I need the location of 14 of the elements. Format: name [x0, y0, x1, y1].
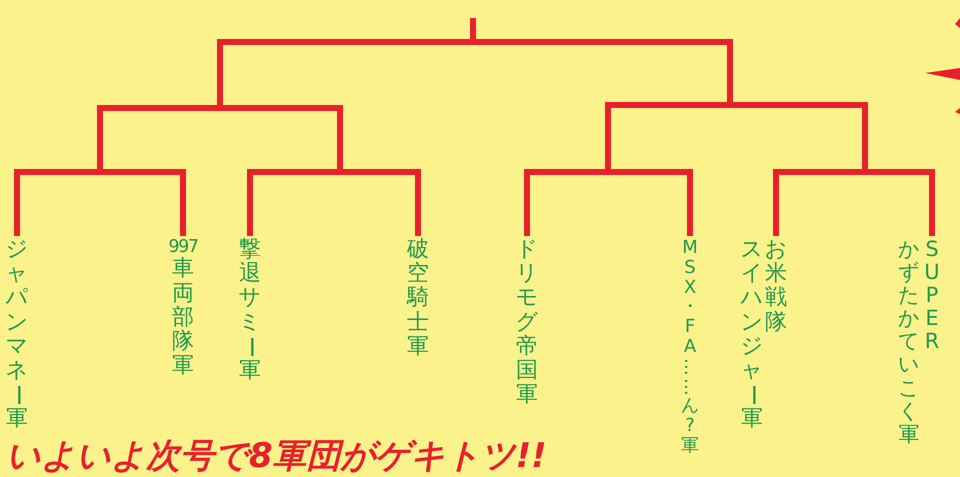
headline: いよいよ次号で8軍団がゲキトツ!!: [6, 436, 547, 477]
team-name: かずたかていこく軍: [897, 238, 920, 446]
team-name: MSX・FA……ん?軍: [680, 238, 700, 456]
team-name: 997車両部隊軍: [170, 238, 196, 378]
bracket-line: [773, 169, 935, 236]
team-name: 破空騎士軍: [406, 238, 430, 359]
bracket-line: [14, 169, 186, 236]
team-name: ジャパンマネー軍: [4, 238, 30, 432]
bracket-line: [524, 169, 693, 236]
team-name: 撃退サミー軍: [238, 238, 262, 384]
team-name: お米戦隊スイハンジャー軍: [740, 238, 788, 432]
bracket-line: [247, 169, 421, 236]
team-name: ドリモグ帝国軍: [514, 238, 540, 408]
team-name: SUPER: [923, 238, 941, 354]
